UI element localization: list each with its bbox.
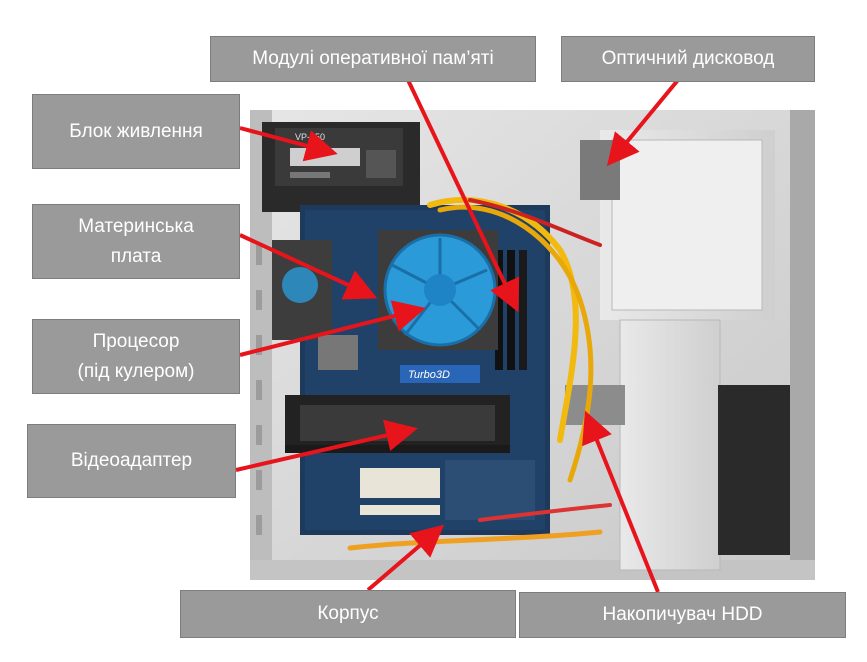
- label-ram: Модулі оперативної пам’яті: [210, 36, 536, 82]
- arrow-cpu: [239, 300, 426, 357]
- ram-modules: [495, 250, 527, 370]
- label-video-adapter: Відеоадаптер: [27, 424, 236, 498]
- arrow-gpu: [235, 419, 418, 472]
- drive-bays: [565, 130, 790, 571]
- turbo3d-text: Turbo3D: [408, 369, 450, 381]
- label-cpu: Процесор (під кулером): [32, 319, 240, 394]
- label-case: Корпус: [180, 590, 516, 638]
- arrow-psu: [239, 126, 338, 162]
- psu-model-text: VP-650: [295, 132, 325, 142]
- arrow-motherboard: [239, 233, 378, 300]
- label-optical-drive: Оптичний дисковод: [561, 36, 815, 82]
- arrow-case: [366, 524, 445, 592]
- callout-arrows: [235, 78, 680, 593]
- label-motherboard: Материнська плата: [32, 204, 240, 279]
- label-hdd: Накопичувач HDD: [519, 592, 846, 638]
- label-power-supply: Блок живлення: [32, 94, 240, 169]
- arrow-hdd: [582, 410, 660, 593]
- cpu-cooler: [378, 230, 498, 350]
- arrow-ram: [406, 79, 520, 313]
- video-adapter: [285, 395, 510, 453]
- arrow-optical: [606, 78, 680, 167]
- power-supply-unit: VP-650: [262, 122, 420, 212]
